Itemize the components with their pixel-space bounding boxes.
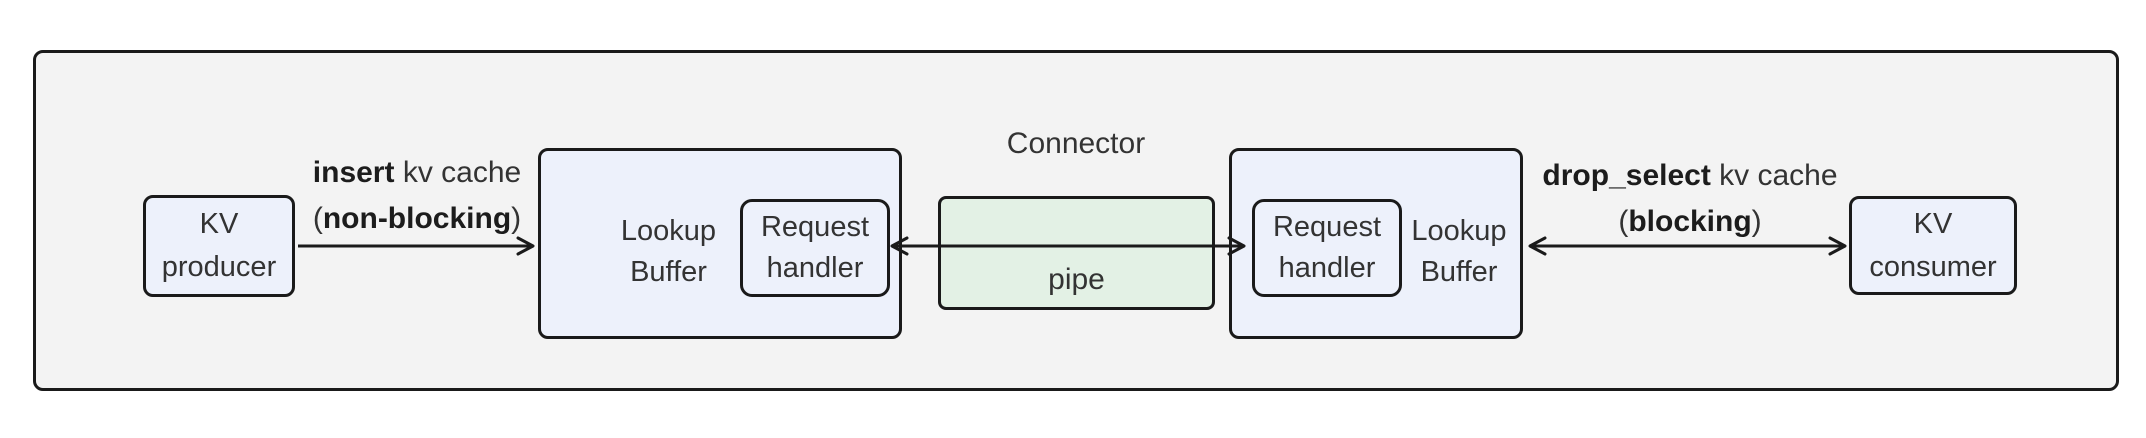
drop-select-edge-label: drop_select kv cache (blocking) — [1490, 153, 1890, 245]
blocking-keyword: blocking — [1628, 205, 1752, 238]
pipe-node: pipe — [938, 196, 1215, 310]
insert-keyword: insert — [312, 156, 395, 189]
connector-title: Connector — [1006, 127, 1146, 160]
non-blocking-keyword: non-blocking — [322, 202, 512, 235]
drop-select-open-paren: ( — [1618, 205, 1629, 238]
lookup-buffer-right-label-line2: Buffer — [1420, 256, 1498, 288]
kv-consumer-node: KV consumer — [1849, 196, 2017, 295]
lookup-buffer-left-label-line2: Buffer — [630, 256, 707, 288]
request-handler-left-label-line1: Request — [760, 211, 869, 243]
request-handler-left-label-line2: handler — [766, 252, 864, 284]
lookup-buffer-right-node: Request handler Lookup Buffer — [1229, 148, 1523, 339]
kv-producer-node: KV producer — [143, 195, 295, 297]
kv-consumer-label-line1: KV — [1913, 207, 1953, 240]
request-handler-right-node: Request handler — [1252, 199, 1402, 297]
kv-producer-label-line1: KV — [199, 208, 239, 240]
drop-select-keyword: drop_select — [1542, 159, 1711, 192]
kv-consumer-label-line2: consumer — [1869, 250, 1997, 283]
lookup-buffer-right-label: Lookup Buffer — [1364, 211, 1554, 293]
insert-open-paren: ( — [312, 202, 323, 235]
lookup-buffer-right-label-line1: Lookup — [1411, 215, 1507, 247]
insert-edge-label-line2: (non-blocking) — [217, 196, 617, 242]
request-handler-left-node: Request handler — [740, 199, 890, 297]
insert-edge-label-line1: insert kv cache — [217, 150, 617, 196]
drop-select-edge-label-line2: (blocking) — [1490, 199, 1890, 245]
lookup-buffer-left-label: Lookup Buffer — [571, 211, 766, 293]
drop-select-edge-label-line1: drop_select kv cache — [1490, 153, 1890, 199]
drop-select-close-paren: ) — [1751, 205, 1762, 238]
kv-producer-label-line2: producer — [161, 251, 277, 283]
insert-close-paren: ) — [511, 202, 522, 235]
request-handler-right-label-line1: Request — [1272, 211, 1381, 243]
insert-edge-label: insert kv cache (non-blocking) — [217, 150, 617, 242]
drop-select-kv-cache-text: kv cache — [1710, 159, 1838, 192]
lookup-buffer-left-node: Lookup Buffer Request handler — [538, 148, 902, 339]
insert-kv-cache-text: kv cache — [394, 156, 522, 189]
lookup-buffer-left-label-line1: Lookup — [620, 215, 717, 247]
pipe-label: pipe — [1048, 263, 1105, 296]
request-handler-right-label-line2: handler — [1278, 252, 1376, 284]
